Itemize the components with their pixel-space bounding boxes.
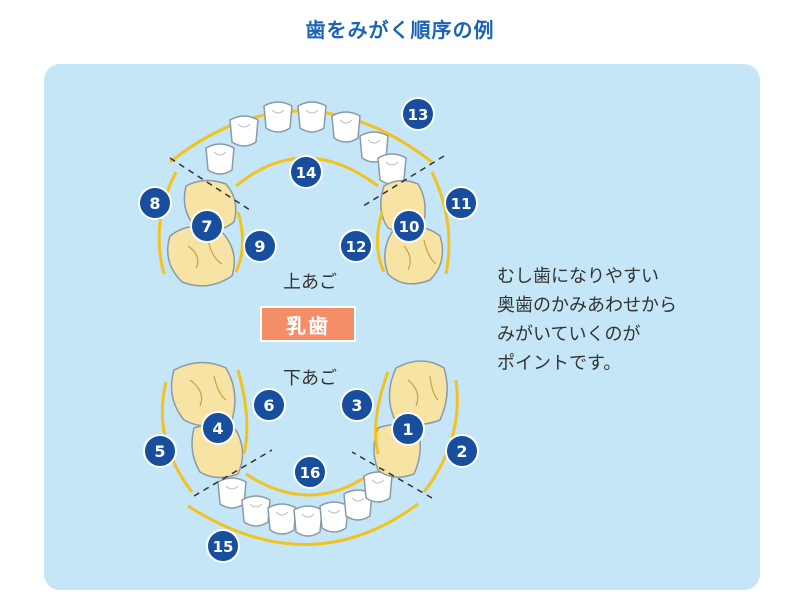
brush-arc-15 bbox=[187, 502, 419, 546]
step-number: 14 bbox=[296, 164, 317, 182]
upper-jaw bbox=[157, 101, 451, 287]
step-markers: 1 2 3 4 5 6 7 8 9 10 11 12 13 14 15 16 bbox=[138, 97, 479, 563]
step-marker-6: 6 bbox=[252, 388, 286, 422]
step-number: 9 bbox=[254, 237, 265, 256]
tip-note: むし歯になりやすい 奥歯のかみあわせから みがいていくのが ポイントです。 bbox=[497, 262, 747, 378]
step-marker-3: 3 bbox=[340, 388, 374, 422]
step-number: 4 bbox=[212, 419, 223, 438]
lower-jaw bbox=[160, 360, 459, 546]
primary-teeth-badge: 乳歯 bbox=[260, 306, 356, 342]
brush-arc-12 bbox=[376, 211, 386, 273]
step-marker-16: 16 bbox=[293, 455, 327, 489]
step-number: 1 bbox=[402, 420, 413, 439]
tip-note-line: 奥歯のかみあわせから bbox=[497, 295, 677, 316]
tip-note-line: ポイントです。 bbox=[497, 353, 622, 374]
brush-arc-8 bbox=[157, 171, 178, 275]
divider-lower-left bbox=[193, 449, 273, 497]
brush-arc-3 bbox=[374, 371, 390, 455]
divider-upper-left bbox=[169, 157, 251, 211]
diagram-panel bbox=[44, 64, 760, 590]
step-marker-2: 2 bbox=[445, 434, 479, 468]
step-number: 2 bbox=[456, 442, 467, 461]
divider-lower-right bbox=[351, 451, 433, 499]
brush-arc-11 bbox=[430, 171, 451, 275]
step-marker-5: 5 bbox=[143, 434, 177, 468]
step-number: 15 bbox=[213, 538, 234, 556]
brush-arc-6 bbox=[236, 369, 249, 455]
step-marker-9: 9 bbox=[243, 229, 277, 263]
step-number: 10 bbox=[399, 218, 420, 236]
step-marker-15: 15 bbox=[206, 529, 240, 563]
lower-jaw-label: 下あご bbox=[283, 368, 337, 389]
step-marker-4: 4 bbox=[201, 411, 235, 445]
upper-jaw-label: 上あご bbox=[283, 272, 337, 293]
lower-right-molars bbox=[373, 360, 448, 478]
step-marker-8: 8 bbox=[138, 186, 172, 220]
brush-arc-9 bbox=[234, 211, 244, 273]
tip-note-line: みがいていくのが bbox=[497, 324, 641, 345]
step-marker-13: 13 bbox=[401, 97, 435, 131]
step-marker-7: 7 bbox=[190, 209, 224, 243]
step-number: 16 bbox=[300, 464, 321, 482]
page-title: 歯をみがく順序の例 bbox=[305, 18, 495, 42]
step-number: 11 bbox=[451, 195, 472, 213]
step-marker-11: 11 bbox=[444, 186, 478, 220]
step-number: 6 bbox=[263, 396, 274, 415]
step-marker-14: 14 bbox=[289, 155, 323, 189]
step-number: 5 bbox=[154, 442, 165, 461]
step-marker-1: 1 bbox=[391, 412, 425, 446]
step-marker-10: 10 bbox=[392, 209, 426, 243]
step-number: 12 bbox=[346, 238, 367, 256]
step-number: 3 bbox=[351, 396, 362, 415]
step-number: 8 bbox=[149, 194, 160, 213]
step-number: 7 bbox=[201, 217, 212, 236]
step-number: 13 bbox=[408, 106, 429, 124]
divider-upper-right bbox=[359, 155, 445, 209]
step-marker-12: 12 bbox=[339, 229, 373, 263]
brush-arc-16 bbox=[245, 472, 371, 497]
tip-note-line: むし歯になりやすい bbox=[497, 266, 659, 287]
